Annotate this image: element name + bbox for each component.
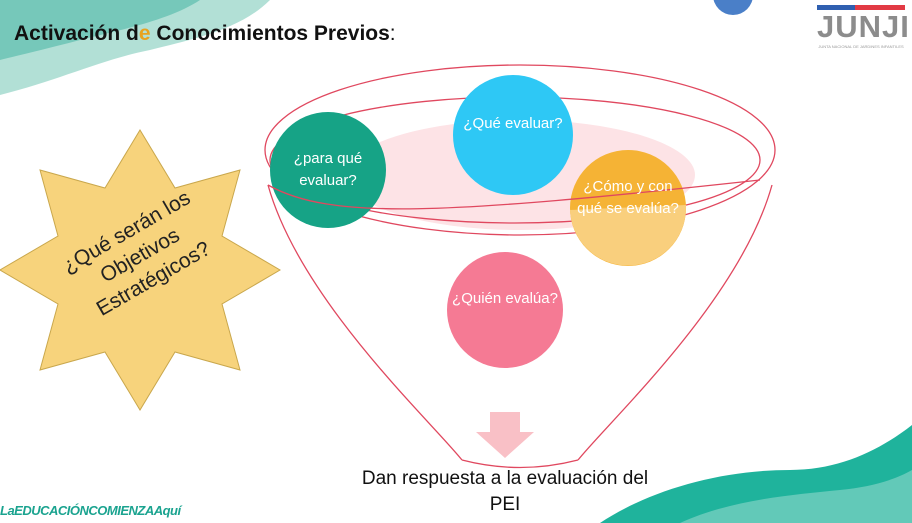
blue-dot [713,0,753,15]
star-shape [0,129,281,411]
circle-text: ¿Quién evalúa? [452,290,558,307]
slogan: LaEDUCACIÓNCOMIENZAAquí [0,503,181,518]
circle-text: ¿Qué evaluar? [463,115,563,132]
circle-text: ¿Cómo y con qué se evalúa? [577,178,679,217]
junji-logo: JUNJI JUNTA NACIONAL DE JARDINES INFANTI… [817,5,909,49]
answer-text: Dan respuesta a la evaluación del PEI [361,468,649,515]
circle-que [453,75,573,195]
down-arrow [476,412,534,458]
funnel-outline [267,184,773,469]
circle-para-que [270,112,386,228]
circle-text: ¿para qué evaluar? [293,150,363,189]
page-title: Activación de Conocimientos Previos: [14,22,396,45]
circle-quien [447,252,563,368]
